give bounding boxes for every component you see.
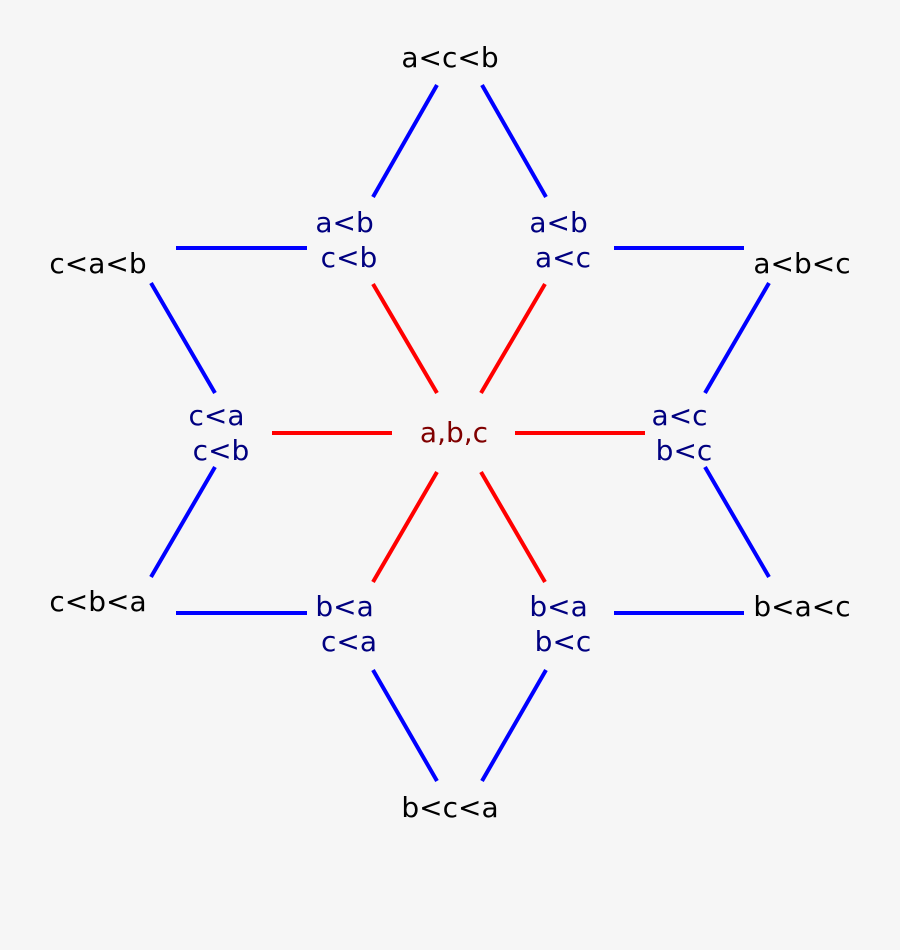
node-pair-ab-cb-line-1: a<b bbox=[315, 206, 373, 239]
node-pair-ac-bc-line-2: b<c bbox=[656, 434, 713, 467]
node-order-bca: b<c<a bbox=[401, 791, 498, 824]
node-center-line-1: a,b,c bbox=[420, 416, 488, 449]
node-pair-ac-bc: a<c b<c bbox=[652, 399, 717, 467]
edge-center-to-pair-ab-ac bbox=[479, 282, 547, 395]
node-pair-ba-ca-line-2: c<a bbox=[321, 625, 377, 658]
edge-center-to-pair-ab-cb bbox=[371, 282, 439, 395]
node-order-cba: c<b<a bbox=[49, 585, 146, 618]
node-pair-ab-cb: a<b c<b bbox=[315, 206, 382, 274]
node-pair-ba-ca-line-1: b<a bbox=[315, 590, 373, 623]
node-order-abc: a<b<c bbox=[753, 247, 850, 280]
labels-group: a,b,c a<b c<b a<b a<c c<a c<b a<c b<c b<… bbox=[49, 41, 850, 824]
node-order-cba-line-1: c<b<a bbox=[49, 585, 146, 618]
node-order-bac-line-1: b<a<c bbox=[753, 590, 850, 623]
node-pair-ca-cb-line-2: c<b bbox=[193, 434, 250, 467]
node-pair-ac-bc-line-1: a<c bbox=[652, 399, 708, 432]
node-pair-ba-ca: b<a c<a bbox=[315, 590, 382, 658]
node-order-bca-line-1: b<c<a bbox=[401, 791, 498, 824]
node-pair-ba-bc: b<a b<c bbox=[529, 590, 596, 658]
node-center: a,b,c bbox=[420, 416, 488, 449]
node-order-cab-line-1: c<a<b bbox=[49, 247, 146, 280]
node-pair-ab-ac-line-1: a<b bbox=[529, 206, 587, 239]
edges-group bbox=[149, 84, 771, 782]
edge-acb-to-pair-ab-ac bbox=[480, 84, 548, 198]
edge-pair-ac-bc-to-bac bbox=[703, 465, 771, 579]
edge-pair-ba-ca-to-bca bbox=[371, 669, 439, 782]
edge-abc-to-pair-ac-bc bbox=[703, 281, 771, 395]
edge-acb-to-pair-ab-cb bbox=[371, 84, 439, 198]
node-pair-ab-cb-line-2: c<b bbox=[321, 241, 378, 274]
edge-cab-to-pair-ca-cb bbox=[149, 281, 217, 395]
node-order-cab: c<a<b bbox=[49, 247, 146, 280]
edge-pair-ba-bc-to-bca bbox=[480, 669, 548, 782]
node-pair-ca-cb: c<a c<b bbox=[189, 399, 254, 467]
node-order-acb: a<c<b bbox=[401, 41, 498, 74]
node-pair-ab-ac: a<b a<c bbox=[529, 206, 596, 274]
node-order-abc-line-1: a<b<c bbox=[753, 247, 850, 280]
node-pair-ab-ac-line-2: a<c bbox=[535, 241, 591, 274]
node-pair-ba-bc-line-2: b<c bbox=[535, 625, 592, 658]
node-pair-ba-bc-line-1: b<a bbox=[529, 590, 587, 623]
node-order-bac: b<a<c bbox=[753, 590, 850, 623]
edge-center-to-pair-ba-ca bbox=[371, 470, 439, 584]
node-pair-ca-cb-line-1: c<a bbox=[189, 399, 245, 432]
edge-center-to-pair-ba-bc bbox=[479, 470, 547, 584]
node-order-acb-line-1: a<c<b bbox=[401, 41, 498, 74]
edge-pair-ca-cb-to-cba bbox=[149, 465, 217, 579]
